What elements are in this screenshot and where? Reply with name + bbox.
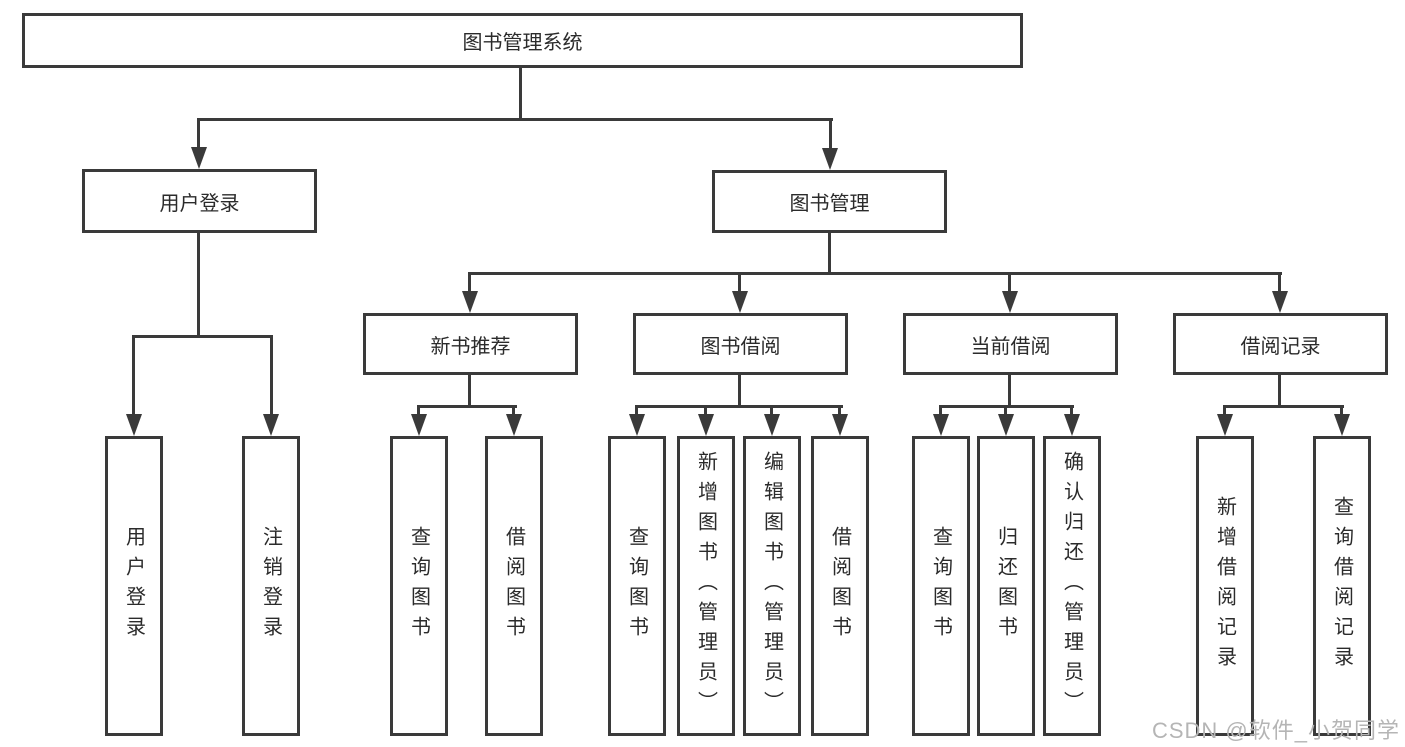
- connector-line: [1340, 405, 1343, 417]
- connector-line: [738, 272, 741, 293]
- node-label: 图书借阅: [700, 335, 781, 358]
- node-current-borrowing: 当前借阅: [903, 313, 1118, 375]
- node-label: 借阅记录: [1240, 335, 1321, 358]
- connector-line: [468, 375, 471, 407]
- arrow-down-icon: [1002, 291, 1018, 313]
- arrow-down-icon: [629, 414, 645, 436]
- connector-line: [838, 405, 841, 417]
- connector-line: [704, 405, 707, 417]
- leaf-label: 借阅图书: [502, 526, 525, 646]
- leaf-confirm-return-admin: 确认归还（管理员）: [1043, 436, 1101, 736]
- leaf-add-book-admin: 新增图书（管理员）: [677, 436, 735, 736]
- connector-user-login-stem: [197, 232, 200, 335]
- leaf-query-books-recommend: 查询图书: [390, 436, 448, 736]
- leaf-borrow-books-borrowing: 借阅图书: [811, 436, 869, 736]
- connector-line: [132, 335, 135, 415]
- leaf-query-borrow-record: 查询借阅记录: [1313, 436, 1371, 736]
- leaf-query-books-current: 查询图书: [912, 436, 970, 736]
- leaf-label: 查询图书: [407, 526, 430, 646]
- node-label: 图书管理: [789, 193, 870, 215]
- arrow-down-icon: [732, 291, 748, 313]
- leaf-label: 查询借阅记录: [1330, 496, 1353, 676]
- leaf-logout: 注销登录: [242, 436, 300, 736]
- node-label: 当前借阅: [970, 335, 1051, 358]
- node-library-management-system: 图书管理系统: [22, 13, 1023, 68]
- arrow-down-icon: [1334, 414, 1350, 436]
- leaf-borrow-books-recommend: 借阅图书: [485, 436, 543, 736]
- leaf-user-login: 用户登录: [105, 436, 163, 736]
- arrow-down-icon: [822, 148, 838, 170]
- leaf-label: 查询图书: [929, 526, 952, 646]
- arrow-down-icon: [698, 414, 714, 436]
- connector-line: [1278, 272, 1281, 293]
- arrow-down-icon: [263, 414, 279, 436]
- arrow-down-icon: [764, 414, 780, 436]
- arrow-down-icon: [462, 291, 478, 313]
- connector-line: [1223, 405, 1226, 417]
- arrow-down-icon: [411, 414, 427, 436]
- connector-line: [1223, 405, 1344, 408]
- connector-user-login-split: [132, 335, 273, 338]
- connector-line: [1004, 405, 1007, 417]
- arrow-down-icon: [1272, 291, 1288, 313]
- connector-line: [1008, 272, 1011, 293]
- connector-line: [1008, 375, 1011, 407]
- connector-line: [468, 272, 471, 293]
- connector-line: [417, 405, 420, 417]
- connector-line: [1278, 375, 1281, 407]
- leaf-label: 确认归还（管理员）: [1060, 451, 1083, 721]
- connector-line: [417, 405, 517, 408]
- leaf-return-books: 归还图书: [977, 436, 1035, 736]
- node-label: 图书管理系统: [462, 32, 583, 54]
- leaf-label: 编辑图书（管理员）: [760, 451, 783, 721]
- leaf-add-borrow-record: 新增借阅记录: [1196, 436, 1254, 736]
- leaf-label: 借阅图书: [828, 526, 851, 646]
- connector-line: [770, 405, 773, 417]
- watermark: CSDN @软件_小贺同学: [1151, 718, 1400, 743]
- arrow-down-icon: [191, 147, 207, 169]
- connector-book-management-stem: [828, 232, 831, 275]
- connector-line: [270, 335, 273, 415]
- arrow-down-icon: [506, 414, 522, 436]
- arrow-down-icon: [832, 414, 848, 436]
- node-label: 用户登录: [159, 192, 240, 215]
- connector-root-stem: [519, 68, 522, 118]
- connector-line: [635, 405, 638, 417]
- connector-to-user-login: [197, 118, 200, 150]
- arrow-down-icon: [1064, 414, 1080, 436]
- node-label: 新书推荐: [430, 335, 511, 358]
- arrow-down-icon: [998, 414, 1014, 436]
- leaf-query-books-borrowing: 查询图书: [608, 436, 666, 736]
- node-user-login: 用户登录: [82, 169, 317, 233]
- leaf-label: 查询图书: [625, 526, 648, 646]
- arrow-down-icon: [126, 414, 142, 436]
- arrow-down-icon: [933, 414, 949, 436]
- connector-line: [738, 375, 741, 407]
- connector-root-split: [197, 118, 833, 121]
- connector-line: [635, 405, 843, 408]
- leaf-edit-book-admin: 编辑图书（管理员）: [743, 436, 801, 736]
- node-new-book-recommendation: 新书推荐: [363, 313, 578, 375]
- leaf-label: 注销登录: [259, 526, 282, 646]
- node-book-borrowing: 图书借阅: [633, 313, 848, 375]
- leaf-label: 用户登录: [122, 526, 145, 646]
- connector-line: [1070, 405, 1073, 417]
- connector-line: [512, 405, 515, 417]
- connector-line: [939, 405, 942, 417]
- leaf-label: 新增图书（管理员）: [694, 451, 717, 721]
- node-borrowing-records: 借阅记录: [1173, 313, 1388, 375]
- leaf-label: 归还图书: [994, 526, 1017, 646]
- arrow-down-icon: [1217, 414, 1233, 436]
- connector-book-management-split: [468, 272, 1282, 275]
- leaf-label: 新增借阅记录: [1213, 496, 1236, 676]
- connector-to-book-management: [829, 118, 832, 150]
- node-book-management: 图书管理: [712, 170, 947, 233]
